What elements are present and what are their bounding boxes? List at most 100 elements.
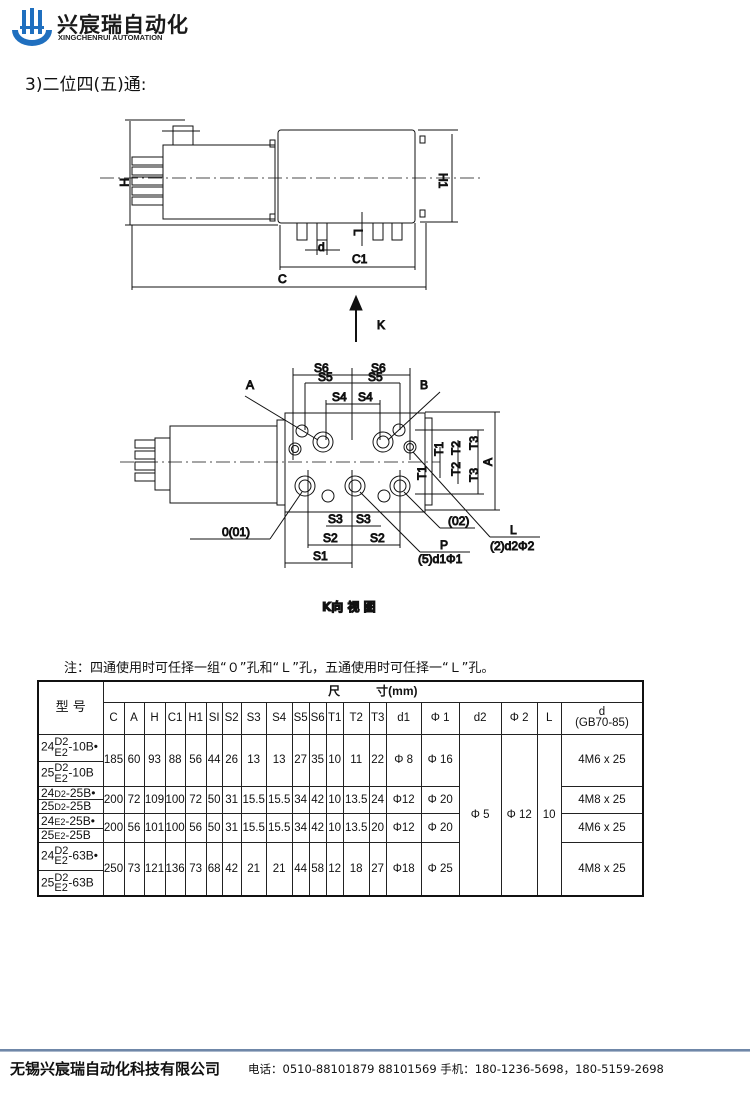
col-header: S6 bbox=[308, 701, 327, 735]
value-cell: 68 bbox=[205, 841, 223, 897]
value-cell: 72 bbox=[123, 785, 145, 815]
value-cell: 93 bbox=[143, 733, 166, 787]
value-cell: 21 bbox=[240, 841, 267, 897]
col-header: d2 bbox=[458, 701, 502, 735]
footer-contact: 电话：0510-88101879 88101569 手机：180-1236-56… bbox=[248, 1062, 664, 1076]
shared-phi2-cell: Φ 12 bbox=[500, 733, 538, 897]
dim-c1-label: C1 bbox=[352, 252, 368, 266]
value-cell: 15.5 bbox=[265, 785, 293, 815]
col-header: Φ 1 bbox=[420, 701, 460, 735]
value-cell: 88 bbox=[164, 733, 186, 787]
dim-t3-bottom: T3 bbox=[467, 468, 481, 482]
dim-s3-right: S3 bbox=[356, 512, 371, 526]
port-p-spec: (5)d1Φ1 bbox=[418, 552, 463, 566]
dim-s6-right: S6 bbox=[371, 361, 386, 375]
dim-t2-bottom: T2 bbox=[449, 462, 463, 476]
dim-s2-left: S2 bbox=[323, 531, 338, 545]
model-header: 型 号 bbox=[37, 680, 104, 735]
dim-h-label: H bbox=[117, 178, 131, 187]
dim-c-label: C bbox=[278, 272, 287, 286]
dim-s6-left: S6 bbox=[314, 361, 329, 375]
shared-d2-cell: Φ 5 bbox=[458, 733, 502, 897]
value-cell: 56 bbox=[184, 813, 207, 843]
value-cell: 34 bbox=[291, 813, 310, 843]
dim-d-label: d bbox=[318, 240, 325, 254]
k-view-drawing bbox=[120, 368, 540, 568]
col-header: A bbox=[123, 701, 145, 735]
dim-s3-left: S3 bbox=[328, 512, 343, 526]
dim-t3-top: T3 bbox=[467, 436, 481, 450]
value-cell: 100 bbox=[164, 813, 186, 843]
dim-s5-right: S5 bbox=[368, 370, 383, 384]
value-cell: 10 bbox=[325, 785, 344, 815]
value-cell: 42 bbox=[221, 841, 242, 897]
value-cell: 250 bbox=[102, 841, 125, 897]
col-header: C1 bbox=[164, 701, 186, 735]
value-cell: 73 bbox=[184, 841, 207, 897]
col-header: C bbox=[102, 701, 125, 735]
logo-text-cn: 兴宸瑞自动化 bbox=[57, 13, 189, 37]
dim-l-label: L bbox=[351, 229, 365, 236]
value-cell: 109 bbox=[143, 785, 166, 815]
footer-divider bbox=[0, 1049, 750, 1052]
dim-t2-top: T2 bbox=[449, 441, 463, 455]
technical-drawings: H H1 d L C1 C K S6 S6 S5 S5 S4 S4 S3 S3 … bbox=[100, 119, 540, 615]
col-header: T2 bbox=[342, 701, 370, 735]
bolt-spec-cell: 4M6 x 25 bbox=[560, 733, 644, 787]
table-row: 25E2-25B bbox=[37, 828, 643, 843]
value-cell: 15.5 bbox=[265, 813, 293, 843]
dim-s1: S1 bbox=[313, 549, 328, 563]
table-row: 25D2-25B bbox=[37, 799, 643, 815]
value-cell: 26 bbox=[221, 733, 242, 787]
dim-s5-left: S5 bbox=[318, 370, 333, 384]
col-header: T3 bbox=[368, 701, 387, 735]
value-cell: Φ 20 bbox=[420, 813, 460, 843]
value-cell: 15.5 bbox=[240, 785, 267, 815]
port-b-label: B bbox=[420, 378, 428, 392]
value-cell: Φ 16 bbox=[420, 733, 460, 787]
value-cell: 34 bbox=[291, 785, 310, 815]
value-cell: 12 bbox=[325, 841, 344, 897]
value-cell: 13 bbox=[240, 733, 267, 787]
side-view-drawing bbox=[100, 119, 480, 342]
bolt-spec-cell: 4M6 x 25 bbox=[560, 813, 644, 843]
value-cell: 15.5 bbox=[240, 813, 267, 843]
value-cell: 24 bbox=[368, 785, 387, 815]
value-cell: 44 bbox=[291, 841, 310, 897]
col-header: H1 bbox=[184, 701, 207, 735]
value-cell: Φ18 bbox=[385, 841, 422, 897]
logo-emblem-icon bbox=[12, 8, 52, 46]
value-cell: Φ 20 bbox=[420, 785, 460, 815]
dim-t1-top: T1 bbox=[432, 442, 446, 456]
value-cell: 121 bbox=[143, 841, 166, 897]
size-header: 尺 寸(mm) bbox=[102, 680, 644, 703]
col-header: H bbox=[143, 701, 166, 735]
value-cell: 42 bbox=[308, 785, 327, 815]
value-cell: 42 bbox=[308, 813, 327, 843]
section-title: 3)二位四(五)通: bbox=[25, 75, 147, 95]
dim-s4-left: S4 bbox=[332, 390, 347, 404]
value-cell: 10 bbox=[325, 813, 344, 843]
bolt-spec-cell: 4M8 x 25 bbox=[560, 841, 644, 897]
value-cell: 200 bbox=[102, 785, 125, 815]
col-header: S3 bbox=[240, 701, 267, 735]
dim-h1-label: H1 bbox=[436, 173, 450, 189]
value-cell: 31 bbox=[221, 813, 242, 843]
port-l-label: L bbox=[510, 523, 517, 537]
value-cell: Φ 8 bbox=[385, 733, 422, 787]
col-header: Φ 2 bbox=[500, 701, 538, 735]
connector-fins bbox=[131, 156, 164, 206]
value-cell: Φ12 bbox=[385, 813, 422, 843]
logo-text-en: XINGCHENRUI AUTOMATION bbox=[58, 33, 163, 42]
value-cell: 11 bbox=[342, 733, 370, 787]
value-cell: 136 bbox=[164, 841, 186, 897]
col-header: S5 bbox=[291, 701, 310, 735]
value-cell: 100 bbox=[164, 785, 186, 815]
